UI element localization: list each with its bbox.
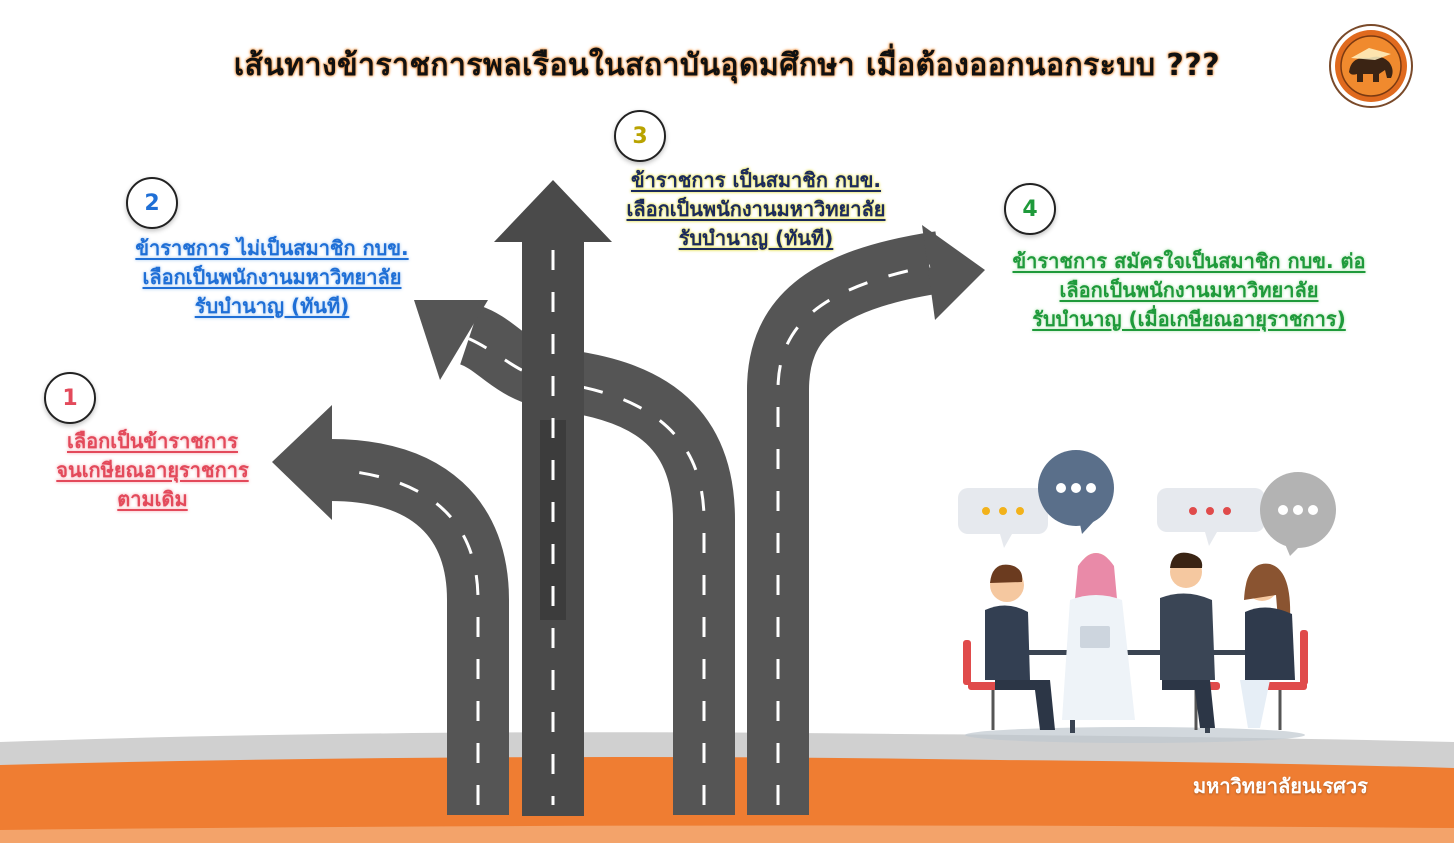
university-name: มหาวิทยาลัยนเรศวร xyxy=(1193,774,1368,798)
road-arrow-3 xyxy=(494,180,612,816)
road-arrow-4 xyxy=(747,225,985,815)
option-2-line-1: ข้าราชการ ไม่เป็นสมาชิก กบข. xyxy=(135,236,409,260)
option-3-line-3: รับบำนาญ (ทันที) xyxy=(678,226,834,250)
road-arrow-2 xyxy=(414,300,735,815)
option-4-line-2: เลือกเป็นพนักงานมหาวิทยาลัย xyxy=(1059,278,1319,302)
option-1-line-2: จนเกษียณอายุราชการ xyxy=(56,458,249,482)
page-title: เส้นทางข้าราชการพลเรือนในสถาบันอุดมศึกษา… xyxy=(233,48,1221,83)
option-3-line-1: ข้าราชการ เป็นสมาชิก กบข. xyxy=(630,168,882,192)
option-1-badge: 1 xyxy=(44,372,96,424)
option-3-line-2: เลือกเป็นพนักงานมหาวิทยาลัย xyxy=(626,197,886,221)
option-1-line-1: เลือกเป็นข้าราชการ xyxy=(67,429,238,453)
option-2-badge: 2 xyxy=(126,177,178,229)
option-4-text: ข้าราชการ สมัครใจเป็นสมาชิก กบข. ต่อ เลื… xyxy=(990,247,1388,334)
option-4-badge: 4 xyxy=(1004,183,1056,235)
option-3-badge: 3 xyxy=(614,110,666,162)
option-4-line-3: รับบำนาญ (เมื่อเกษียณอายุราชการ) xyxy=(1032,307,1346,331)
option-2-line-3: รับบำนาญ (ทันที) xyxy=(194,294,350,318)
meeting-people-illustration xyxy=(958,450,1336,743)
option-1-text: เลือกเป็นข้าราชการ จนเกษียณอายุราชการ ตา… xyxy=(30,427,275,514)
university-seal-icon xyxy=(1329,24,1413,108)
option-1-line-3: ตามเดิม xyxy=(117,487,188,511)
road-arrow-1 xyxy=(272,405,509,815)
option-2-text: ข้าราชการ ไม่เป็นสมาชิก กบข. เลือกเป็นพน… xyxy=(112,234,432,321)
option-3-text: ข้าราชการ เป็นสมาชิก กบข. เลือกเป็นพนักง… xyxy=(600,166,912,253)
option-2-line-2: เลือกเป็นพนักงานมหาวิทยาลัย xyxy=(142,265,402,289)
option-4-line-1: ข้าราชการ สมัครใจเป็นสมาชิก กบข. ต่อ xyxy=(1012,249,1366,273)
